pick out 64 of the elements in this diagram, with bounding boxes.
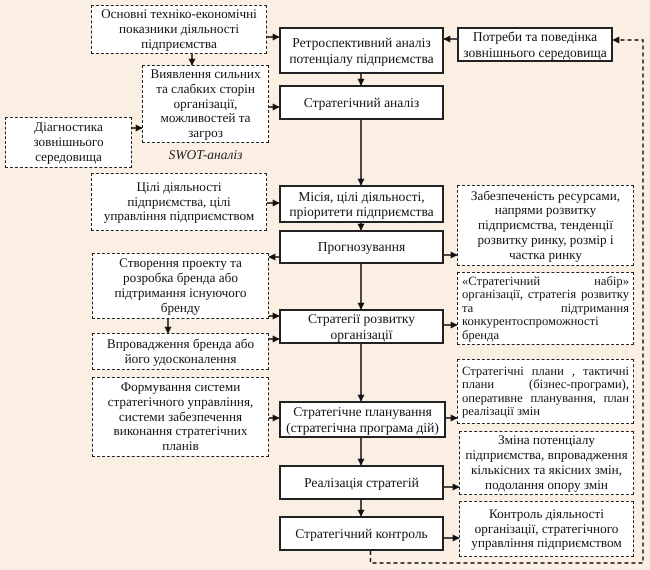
box-text: Впровадження бренда або його удосконалення [106, 336, 256, 366]
arrow [358, 344, 364, 402]
arrow [267, 34, 280, 40]
arrow [269, 312, 280, 320]
note-box [91, 173, 267, 231]
box-text: Створення проекту та розробка бренда або підтримання існуючого бренду [113, 256, 248, 316]
box-text: Забезпеченість ресурсами, напрями розвитку підприємства, тенденції розвитку ринку, розмір і частка ринку [470, 188, 622, 262]
process-box [279, 185, 444, 223]
process-box [279, 27, 444, 74]
box-text: Стратегічний аналіз [304, 94, 420, 110]
note-box [457, 185, 634, 266]
arrow [444, 534, 460, 542]
box-text: Стратегічне планування (стратегічна програма дій) [285, 404, 440, 435]
arrow [132, 124, 143, 132]
box-text: Прогнозування [318, 239, 406, 255]
arrow [164, 319, 172, 334]
arrow [269, 336, 280, 342]
note-box [92, 253, 269, 319]
caption-text: SWOT-аналіз [168, 147, 244, 162]
note-box [91, 5, 267, 54]
arrow [268, 254, 279, 260]
arrow [370, 36, 644, 564]
process-box [279, 230, 444, 264]
process-box [279, 465, 444, 500]
arrow [358, 74, 364, 86]
arrow [443, 36, 457, 42]
box-text: Реалізація стратегій [304, 474, 419, 490]
process-box [279, 516, 444, 551]
arrow [188, 54, 196, 66]
arrow [269, 104, 280, 110]
process-box [279, 309, 444, 344]
arrow [358, 120, 364, 186]
box-text: «Стратегічний набір» організації, стратегія розвитку та підтримання конкурентоспроможності бренда [462, 275, 629, 342]
arrow [267, 200, 280, 206]
arrow [444, 484, 460, 490]
box-text: Зміна потенціалу підприємства, впровадження кількісних та якісних змін, подолання опору змін [464, 433, 629, 493]
box-text: Стратегічні плани , тактичні плани (бізнес-програми), оперативне планування, план реалізації змін [462, 364, 629, 418]
box-text: Формування системи стратегічного управління, системи забезпечення виконання стратегічних планів [106, 380, 254, 454]
box-text: Стратегічний контроль [295, 526, 428, 542]
note-box [457, 359, 634, 424]
arrow [358, 500, 364, 517]
arrow [358, 264, 364, 310]
box-text: Основні техніко-економічні показники діяльності підприємства [100, 7, 258, 52]
note-box [92, 377, 269, 457]
process-box [279, 85, 444, 120]
process-box [457, 27, 613, 62]
box-text: Місія, цілі діяльності, пріоритети підприємства [288, 188, 435, 220]
arrow [444, 252, 458, 258]
box-text: Виявлення сильних та слабких сторін організації, можливостей та загроз [149, 67, 262, 141]
box-text: Діагностика зовнішнього середовища [32, 120, 105, 165]
arrow [269, 414, 280, 422]
box-text: Цілі діяльності підприємства, цілі управління підприємством [102, 180, 256, 224]
note-box [92, 333, 269, 370]
arrow [358, 223, 364, 231]
note-box [459, 501, 634, 557]
box-text: Стратегії розвитку організації [306, 311, 416, 342]
box-text: Ретроспективний аналіз потенціалу підприємства [288, 35, 435, 66]
box-text: Контроль діяльності організації, стратегічного управління підприємством [470, 506, 623, 552]
box-text: Потреби та поведінка зовнішнього середовища [463, 29, 607, 60]
note-box [5, 117, 132, 168]
process-box [279, 401, 446, 438]
arrow [444, 322, 458, 328]
arrow [446, 414, 458, 422]
arrow [358, 438, 364, 466]
